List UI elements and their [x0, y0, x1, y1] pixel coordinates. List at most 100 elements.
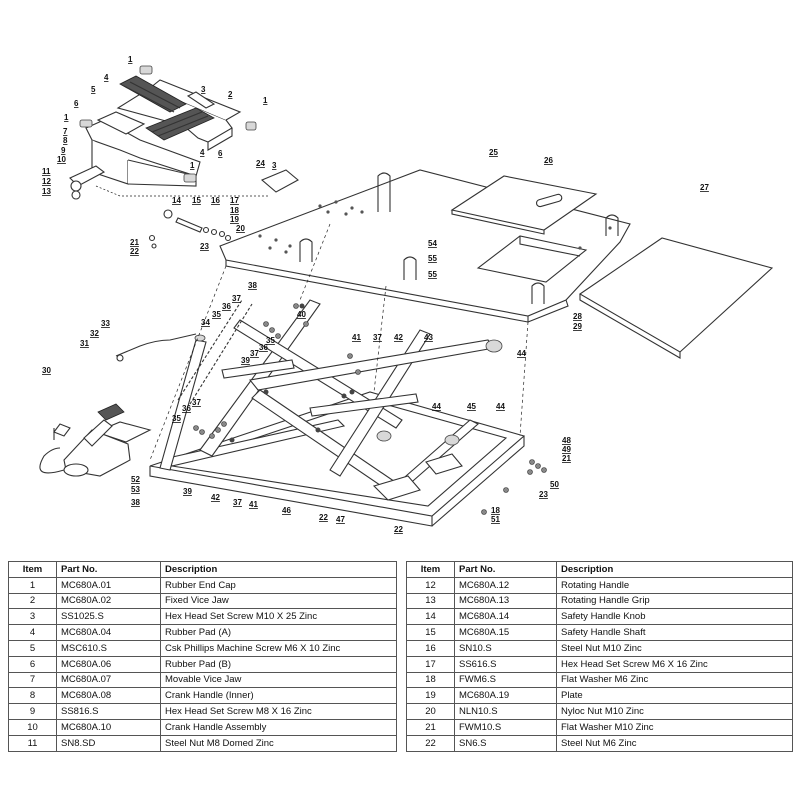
callout-35: 35 — [212, 310, 221, 319]
cell-item: 13 — [406, 592, 455, 610]
cell-description: Rubber End Cap — [160, 576, 397, 594]
callout-27: 27 — [700, 183, 709, 192]
cell-part-no: SS816.S — [56, 703, 161, 720]
callout-37: 37 — [192, 398, 201, 407]
scissor-lift — [149, 299, 526, 527]
cell-part-no: MC680A.06 — [56, 655, 161, 673]
col-header-item: Item — [8, 561, 57, 578]
u-bolt — [299, 238, 313, 262]
callout-22: 22 — [394, 525, 403, 534]
callout-25: 25 — [489, 148, 498, 157]
cell-part-no: MC680A.02 — [56, 592, 161, 610]
cell-description: Rubber Pad (B) — [160, 655, 397, 673]
callout-38: 38 — [248, 281, 257, 290]
callout-52: 52 — [131, 475, 140, 484]
callout-32: 32 — [90, 329, 99, 338]
cell-part-no: SN10.S — [454, 639, 557, 657]
safety-handle-knob — [163, 209, 173, 219]
alignment-lines — [149, 223, 529, 461]
cell-description: Fixed Vice Jaw — [160, 592, 397, 610]
cell-part-no: FWM6.S — [454, 671, 557, 689]
cell-part-no: MC680A.13 — [454, 592, 557, 610]
callout-46: 46 — [282, 506, 291, 515]
cell-item: 4 — [8, 624, 57, 641]
cell-item: 15 — [406, 624, 455, 641]
cell-item: 8 — [8, 687, 57, 705]
cell-description: Hex Head Set Screw M10 X 25 Zinc — [160, 608, 397, 626]
cell-description: Flat Washer M6 Zinc — [556, 671, 793, 689]
callout-36: 36 — [259, 343, 268, 352]
callout-29: 29 — [573, 322, 582, 331]
safety-handle-shaft — [175, 217, 203, 233]
callout-4: 4 — [104, 73, 109, 82]
callout-1: 1 — [263, 96, 268, 105]
cell-description: Movable Vice Jaw — [160, 671, 397, 689]
cell-description: Hex Head Set Screw M8 X 16 Zinc — [160, 703, 397, 720]
callout-17: 17 — [230, 196, 239, 205]
callout-49: 49 — [562, 445, 571, 454]
cell-item: 16 — [406, 639, 455, 657]
col-header-description: Description — [160, 561, 397, 578]
callout-6: 6 — [74, 99, 79, 108]
callout-3: 3 — [201, 85, 206, 94]
cell-item: 22 — [406, 734, 455, 752]
callout-33: 33 — [101, 319, 110, 328]
cell-part-no: MC680A.12 — [454, 576, 557, 594]
callout-18: 18 — [230, 206, 239, 215]
hydraulic-pump — [39, 333, 197, 477]
pedal — [97, 403, 125, 421]
rubber-end-cap — [183, 173, 197, 183]
rubber-end-cap — [139, 65, 153, 75]
table-header-row: Item Part No. Description — [406, 561, 793, 578]
callout-9: 9 — [61, 146, 66, 155]
callout-15: 15 — [192, 196, 201, 205]
callout-20: 20 — [236, 224, 245, 233]
callout-11: 11 — [42, 167, 51, 176]
col-header-part-no: Part No. — [56, 561, 161, 578]
callout-2: 2 — [228, 90, 233, 99]
callout-44: 44 — [517, 349, 526, 358]
callout-21: 21 — [562, 454, 571, 463]
loading-ramp — [578, 237, 774, 359]
callout-44: 44 — [496, 402, 505, 411]
u-bolt — [403, 256, 417, 280]
callout-42: 42 — [394, 333, 403, 342]
cell-item: 19 — [406, 687, 455, 705]
callout-38: 38 — [131, 498, 140, 507]
cell-description: Hex Head Set Screw M6 X 16 Zinc — [556, 655, 793, 673]
callout-1: 1 — [64, 113, 69, 122]
cell-item: 21 — [406, 718, 455, 736]
callout-45: 45 — [467, 402, 476, 411]
u-bolt — [605, 214, 619, 236]
callout-43: 43 — [424, 333, 433, 342]
callout-37: 37 — [233, 498, 242, 507]
deck-cover-plate — [450, 175, 598, 231]
cell-part-no: MC680A.19 — [454, 687, 557, 705]
cell-item: 1 — [8, 576, 57, 594]
cell-item: 20 — [406, 703, 455, 720]
callout-24: 24 — [256, 159, 265, 168]
callout-14: 14 — [172, 196, 181, 205]
cell-part-no: MC680A.04 — [56, 624, 161, 641]
cell-description: Rotating Handle — [556, 576, 793, 594]
vice-assembly — [69, 65, 270, 200]
callout-37: 37 — [250, 349, 259, 358]
cell-description: Rotating Handle Grip — [556, 592, 793, 610]
callout-37: 37 — [232, 294, 241, 303]
callout-19: 19 — [230, 215, 239, 224]
cell-description: Crank Handle Assembly — [160, 718, 397, 736]
callout-4: 4 — [200, 148, 205, 157]
